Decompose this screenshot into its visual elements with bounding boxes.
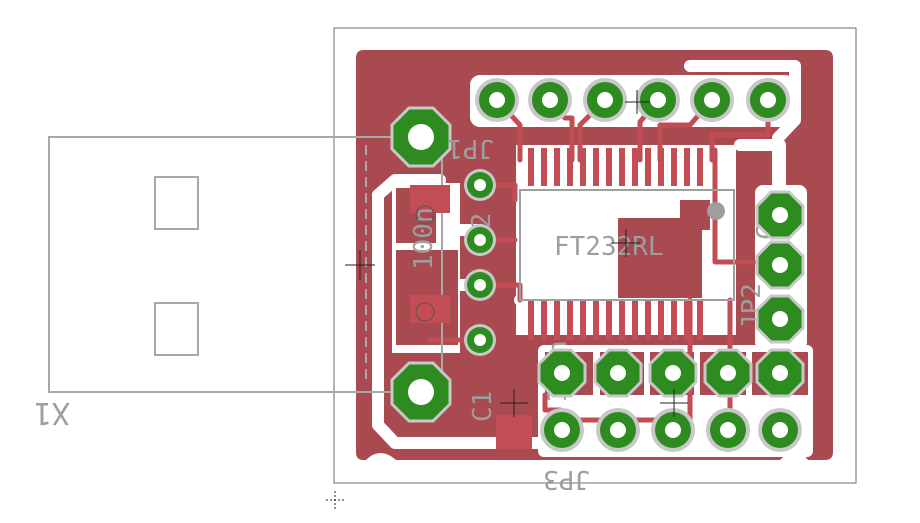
board-outline: [333, 27, 857, 484]
c1-pad: [496, 415, 532, 449]
ic-pins-top: [528, 148, 703, 186]
jp1-label: JP1: [447, 133, 494, 163]
usb-mount-holes: [390, 106, 452, 423]
right-column-pads: [755, 190, 805, 344]
c1-label: C1: [468, 391, 498, 422]
header-pads-top: [475, 78, 790, 122]
jp3-pads-row2: [540, 408, 802, 452]
c2-component: [410, 185, 450, 323]
c2-cap-value: 100n: [409, 207, 439, 270]
ic-label: FT232RL: [554, 232, 664, 262]
ic-pin1-marker: [707, 202, 725, 220]
ic-outline: [519, 189, 735, 301]
ic-pins-bottom: [528, 300, 703, 340]
jp3-pads-row1: [537, 348, 805, 398]
jp3-label: JP3: [543, 464, 590, 494]
x1-label: X1: [34, 395, 70, 430]
origin-crosshairs: [326, 90, 688, 509]
vias-left: [464, 169, 496, 356]
